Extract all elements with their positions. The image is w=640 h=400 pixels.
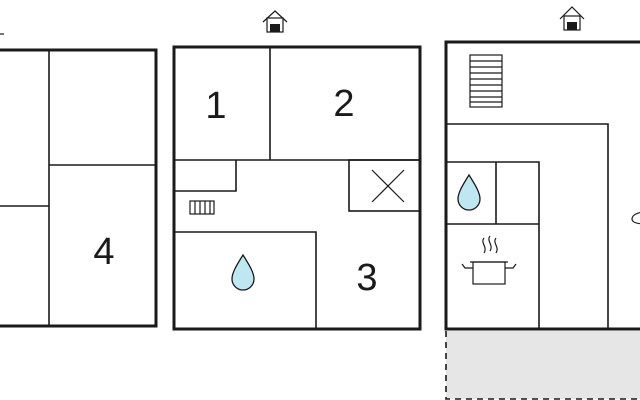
room-number-1: 1 [205, 85, 226, 127]
right-plan-wall [446, 123, 609, 329]
right-plan-outer-wall [444, 40, 640, 331]
room-number-3: 3 [356, 257, 377, 299]
radiator-icon [189, 200, 215, 215]
middle-plan: 1 2 3 [172, 10, 422, 331]
right-plan-wall [446, 161, 540, 329]
water-drop-icon [231, 253, 255, 291]
fixture-edge-icon [631, 211, 640, 225]
left-plan-outer-wall [0, 48, 158, 328]
middle-plan-wall [174, 160, 237, 192]
water-drop-icon [457, 173, 481, 211]
room-number-4: 4 [93, 231, 114, 273]
stairs-icon [469, 54, 503, 108]
crossed-box-icon [348, 159, 421, 212]
right-plan [444, 6, 640, 400]
middle-plan-wall [174, 231, 317, 329]
house-entrance-icon [262, 10, 288, 33]
left-plan: 4 [0, 33, 158, 328]
cooking-pot-icon [461, 235, 517, 285]
terrace-area [446, 331, 640, 399]
terrace-outline [445, 331, 640, 400]
room-number-2: 2 [333, 83, 354, 125]
house-entrance-icon [559, 6, 585, 31]
